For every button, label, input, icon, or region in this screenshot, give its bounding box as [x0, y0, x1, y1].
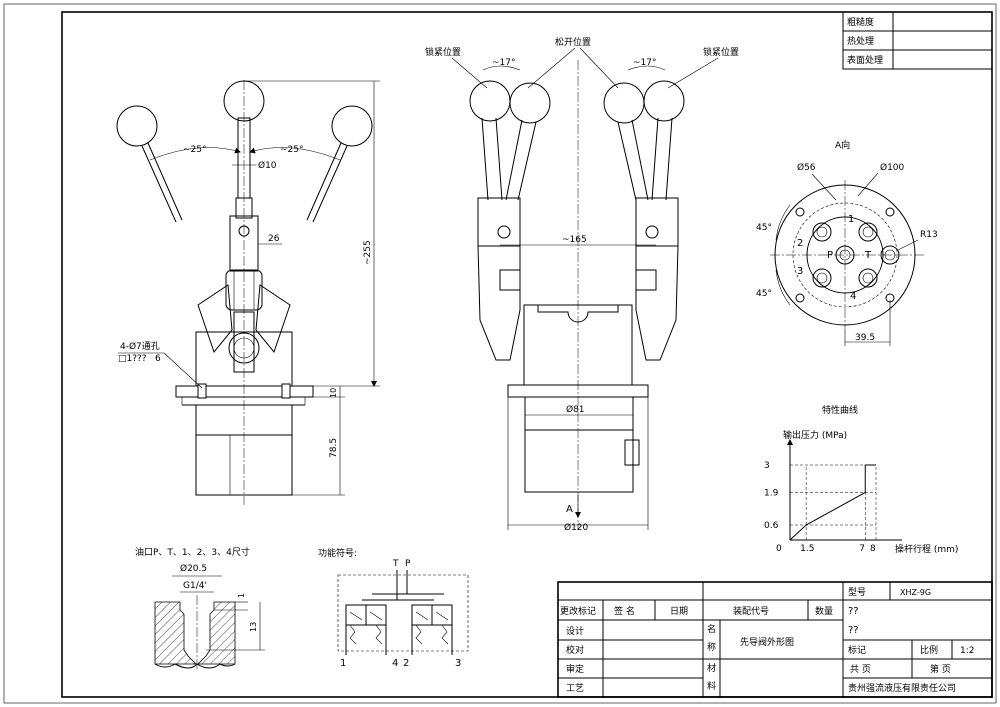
symbol-port-2: 2	[403, 658, 409, 669]
chart-title: 特性曲线	[822, 404, 858, 416]
dim-r13: R13	[920, 230, 938, 240]
tb-col-code: 装配代号	[733, 605, 769, 617]
dim-45-a: 45°	[756, 223, 772, 233]
dim-10: 10	[329, 388, 338, 398]
angle-right-label: ~25°	[280, 145, 304, 155]
dim-81: Ø81	[566, 404, 585, 415]
drawing-frame	[61, 11, 993, 698]
hole-note-2: □1???	[118, 354, 147, 364]
symbol-title: 功能符号:	[318, 547, 357, 559]
dim-45-b: 45°	[756, 289, 772, 299]
corner-table: 粗糙度 热处理 表面处理	[842, 11, 993, 70]
middle-elevation-view: 锁紧位置 松开位置 锁紧位置 ~17° ~17° ~165	[425, 36, 739, 533]
tb-material-label-2: 料	[707, 680, 716, 692]
chart-y-tick-label: 3	[764, 461, 770, 471]
tb-model-value: XHZ-9G	[900, 588, 931, 597]
tb-name-value: 先导阀外形图	[740, 636, 794, 648]
port-1: 1	[848, 214, 854, 225]
label-lock-right: 锁紧位置	[703, 46, 739, 58]
hole-note-1: 4-Ø7通孔	[120, 341, 160, 352]
tb-col-qty: 数量	[815, 605, 833, 617]
function-symbol: 功能符号: T P 1 4 2 3	[318, 547, 469, 669]
corner-row-surface: 表面处理	[847, 54, 883, 66]
dim-78: 78.5	[329, 438, 339, 458]
port-t: T	[864, 250, 872, 261]
hole-note-3: 6	[155, 354, 161, 364]
dim-1: 1	[237, 593, 246, 598]
chart-ylabel: 输出压力 (MPa)	[783, 429, 847, 441]
chart-x-tick-label: 7	[859, 544, 865, 554]
symbol-port-3: 3	[455, 658, 461, 669]
dim-100: Ø100	[880, 162, 905, 173]
tb-name-label-2: 称	[707, 641, 716, 653]
port-detail-title: 油口P、T、1、2、3、4尺寸	[135, 546, 250, 558]
dim-rod: Ø10	[258, 160, 277, 171]
label-release: 松开位置	[555, 36, 591, 48]
ghost-handle-right	[306, 105, 373, 223]
corner-row-heat: 热处理	[847, 35, 874, 47]
port-detail-view: 油口P、T、1、2、3、4尺寸 Ø20.5 G1/4' 1 13	[135, 546, 265, 670]
tb-scale-value: 1:2	[960, 646, 974, 656]
ghost-handle-left	[116, 105, 183, 223]
tb-col-date: 日期	[670, 606, 688, 617]
dim-120: Ø120	[564, 522, 589, 533]
tb-row-check: 校对	[566, 644, 584, 656]
flange	[175, 385, 314, 398]
label-lock-left: 锁紧位置	[425, 46, 461, 58]
port-4: 4	[850, 291, 856, 302]
left-elevation-view: ~25° ~25° Ø10 26	[116, 80, 380, 505]
tb-q1: ??	[848, 606, 859, 617]
port-3: 3	[797, 266, 803, 277]
tb-scale-label: 比例	[920, 644, 938, 656]
angle-left-17: ~17°	[492, 58, 516, 68]
corner-row-roughness: 粗糙度	[847, 16, 874, 28]
tb-name-label-1: 名	[707, 623, 716, 635]
chart-x-tick-label: 0	[776, 544, 782, 554]
tb-model-label: 型号	[848, 587, 866, 598]
a-view-title: A向	[835, 139, 850, 151]
symbol-label-p: P	[405, 559, 411, 569]
a-direction-view: A向 1 2 3 4 P T Ø56 Ø100 R13 45° 45°	[756, 139, 938, 346]
chart-y-tick-label: 1.9	[764, 489, 779, 499]
chart-curve	[789, 464, 876, 541]
chart-y-tick-label: 0.6	[764, 521, 779, 531]
symbol-port-4: 4	[392, 658, 398, 669]
tb-row-review: 审定	[566, 663, 584, 675]
dim-20-5: Ø20.5	[180, 563, 207, 574]
dim-39: 39.5	[855, 333, 875, 343]
tb-total-pages: 共 页	[850, 664, 871, 675]
tb-row-process: 工艺	[566, 683, 584, 694]
dim-height: ~255	[363, 240, 373, 265]
title-block: 更改标记 签 名 日期 装配代号 数量 设计 校对 审定 工艺 名 称 材 料 …	[557, 581, 993, 698]
outer-border	[3, 3, 997, 704]
tb-row-design: 设计	[566, 625, 584, 637]
tb-col-change: 更改标记	[560, 605, 596, 617]
arrow-a-label: A	[566, 504, 573, 515]
chart-x-tick-label: 1.5	[800, 544, 814, 554]
chart-x-tick-label: 8	[870, 544, 876, 554]
dim-26: 26	[268, 234, 280, 244]
angle-right-17: ~17°	[633, 58, 657, 68]
tb-mark-label: 标记	[848, 644, 866, 656]
tb-col-sign: 签 名	[614, 605, 635, 617]
dim-g14: G1/4'	[183, 581, 207, 591]
tb-material-label-1: 材	[707, 662, 716, 674]
dim-13: 13	[249, 622, 258, 632]
symbol-label-t: T	[392, 559, 399, 569]
tb-q2: ??	[848, 625, 859, 636]
dim-56: Ø56	[797, 162, 816, 173]
tb-company: 贵州强流液压有限责任公司	[848, 682, 956, 694]
tb-page-no: 第 页	[930, 663, 951, 675]
angle-left-label: ~25°	[183, 145, 207, 155]
port-2: 2	[797, 238, 803, 249]
chart-xlabel: 操杆行程 (mm)	[895, 543, 958, 555]
symbol-port-1: 1	[340, 658, 346, 669]
port-p: P	[827, 250, 833, 261]
dim-165: ~165	[562, 235, 587, 245]
